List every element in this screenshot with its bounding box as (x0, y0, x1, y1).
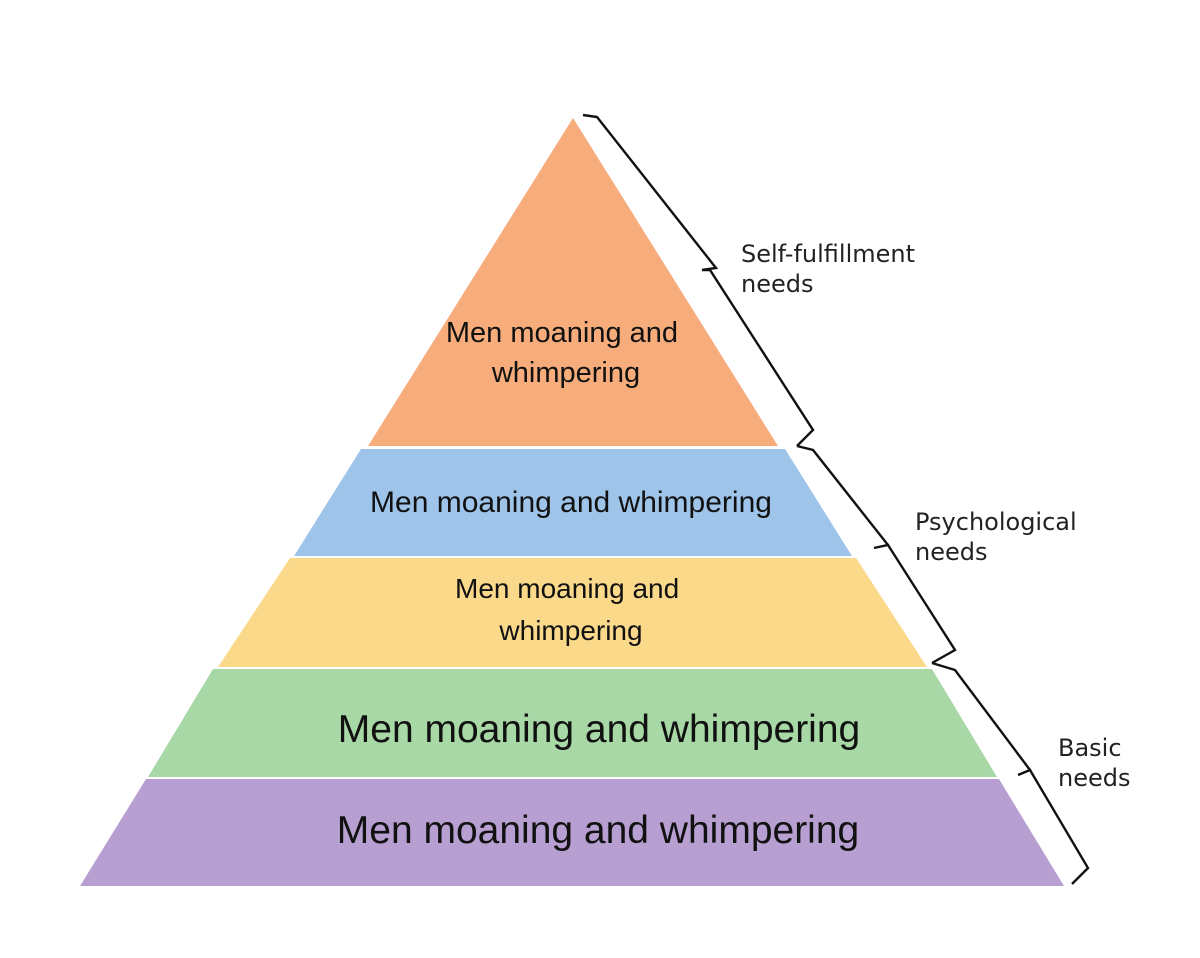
brace-psychological (796, 444, 957, 665)
self-fulfillment-needs-label: Self-fulfillment needs (741, 240, 923, 298)
tier-4-label: Men moaning and whimpering (338, 708, 860, 751)
tier-bottom-label: Men moaning and whimpering (337, 809, 859, 852)
brace-basic (931, 661, 1090, 885)
tier-3-label: Men moaning and whimpering (455, 573, 687, 646)
tier-top-label: Men moaning and whimpering (446, 317, 686, 389)
basic-needs-label: Basic needs (1058, 734, 1130, 792)
pyramid-tier-2 (294, 449, 852, 556)
tier-2-label: Men moaning and whimpering (370, 486, 772, 519)
pyramid-tier-bottom (80, 779, 1064, 886)
pyramid-tier-3 (218, 558, 927, 667)
brace-self-fulfillment (582, 113, 815, 447)
pyramid-tier-4 (148, 669, 997, 777)
psychological-needs-label: Psychological needs (915, 508, 1084, 566)
pyramid-tier-top (368, 118, 778, 446)
